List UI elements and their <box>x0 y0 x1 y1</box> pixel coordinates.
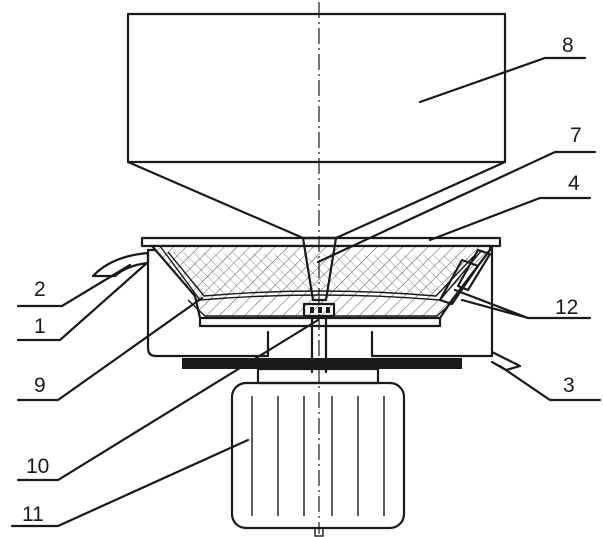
mounting-plate <box>182 358 462 369</box>
rotor-lid <box>140 236 502 248</box>
feed-nozzle <box>301 236 338 302</box>
label-4: 4 <box>568 172 580 195</box>
label-7: 7 <box>570 124 582 147</box>
blades <box>438 248 492 306</box>
label-2: 2 <box>34 278 46 301</box>
leader-lines <box>10 56 602 528</box>
label-1: 1 <box>34 315 46 338</box>
label-3: 3 <box>563 374 575 397</box>
inlet-pipe <box>91 251 150 278</box>
label-12: 12 <box>555 296 578 319</box>
rotor-bowl <box>149 244 492 328</box>
label-11: 11 <box>22 503 44 526</box>
outlet-pipe <box>490 350 522 372</box>
label-8: 8 <box>562 34 574 57</box>
label-10: 10 <box>26 455 49 478</box>
hopper <box>126 12 507 240</box>
electric-motor <box>230 367 406 537</box>
label-9: 9 <box>34 374 46 397</box>
